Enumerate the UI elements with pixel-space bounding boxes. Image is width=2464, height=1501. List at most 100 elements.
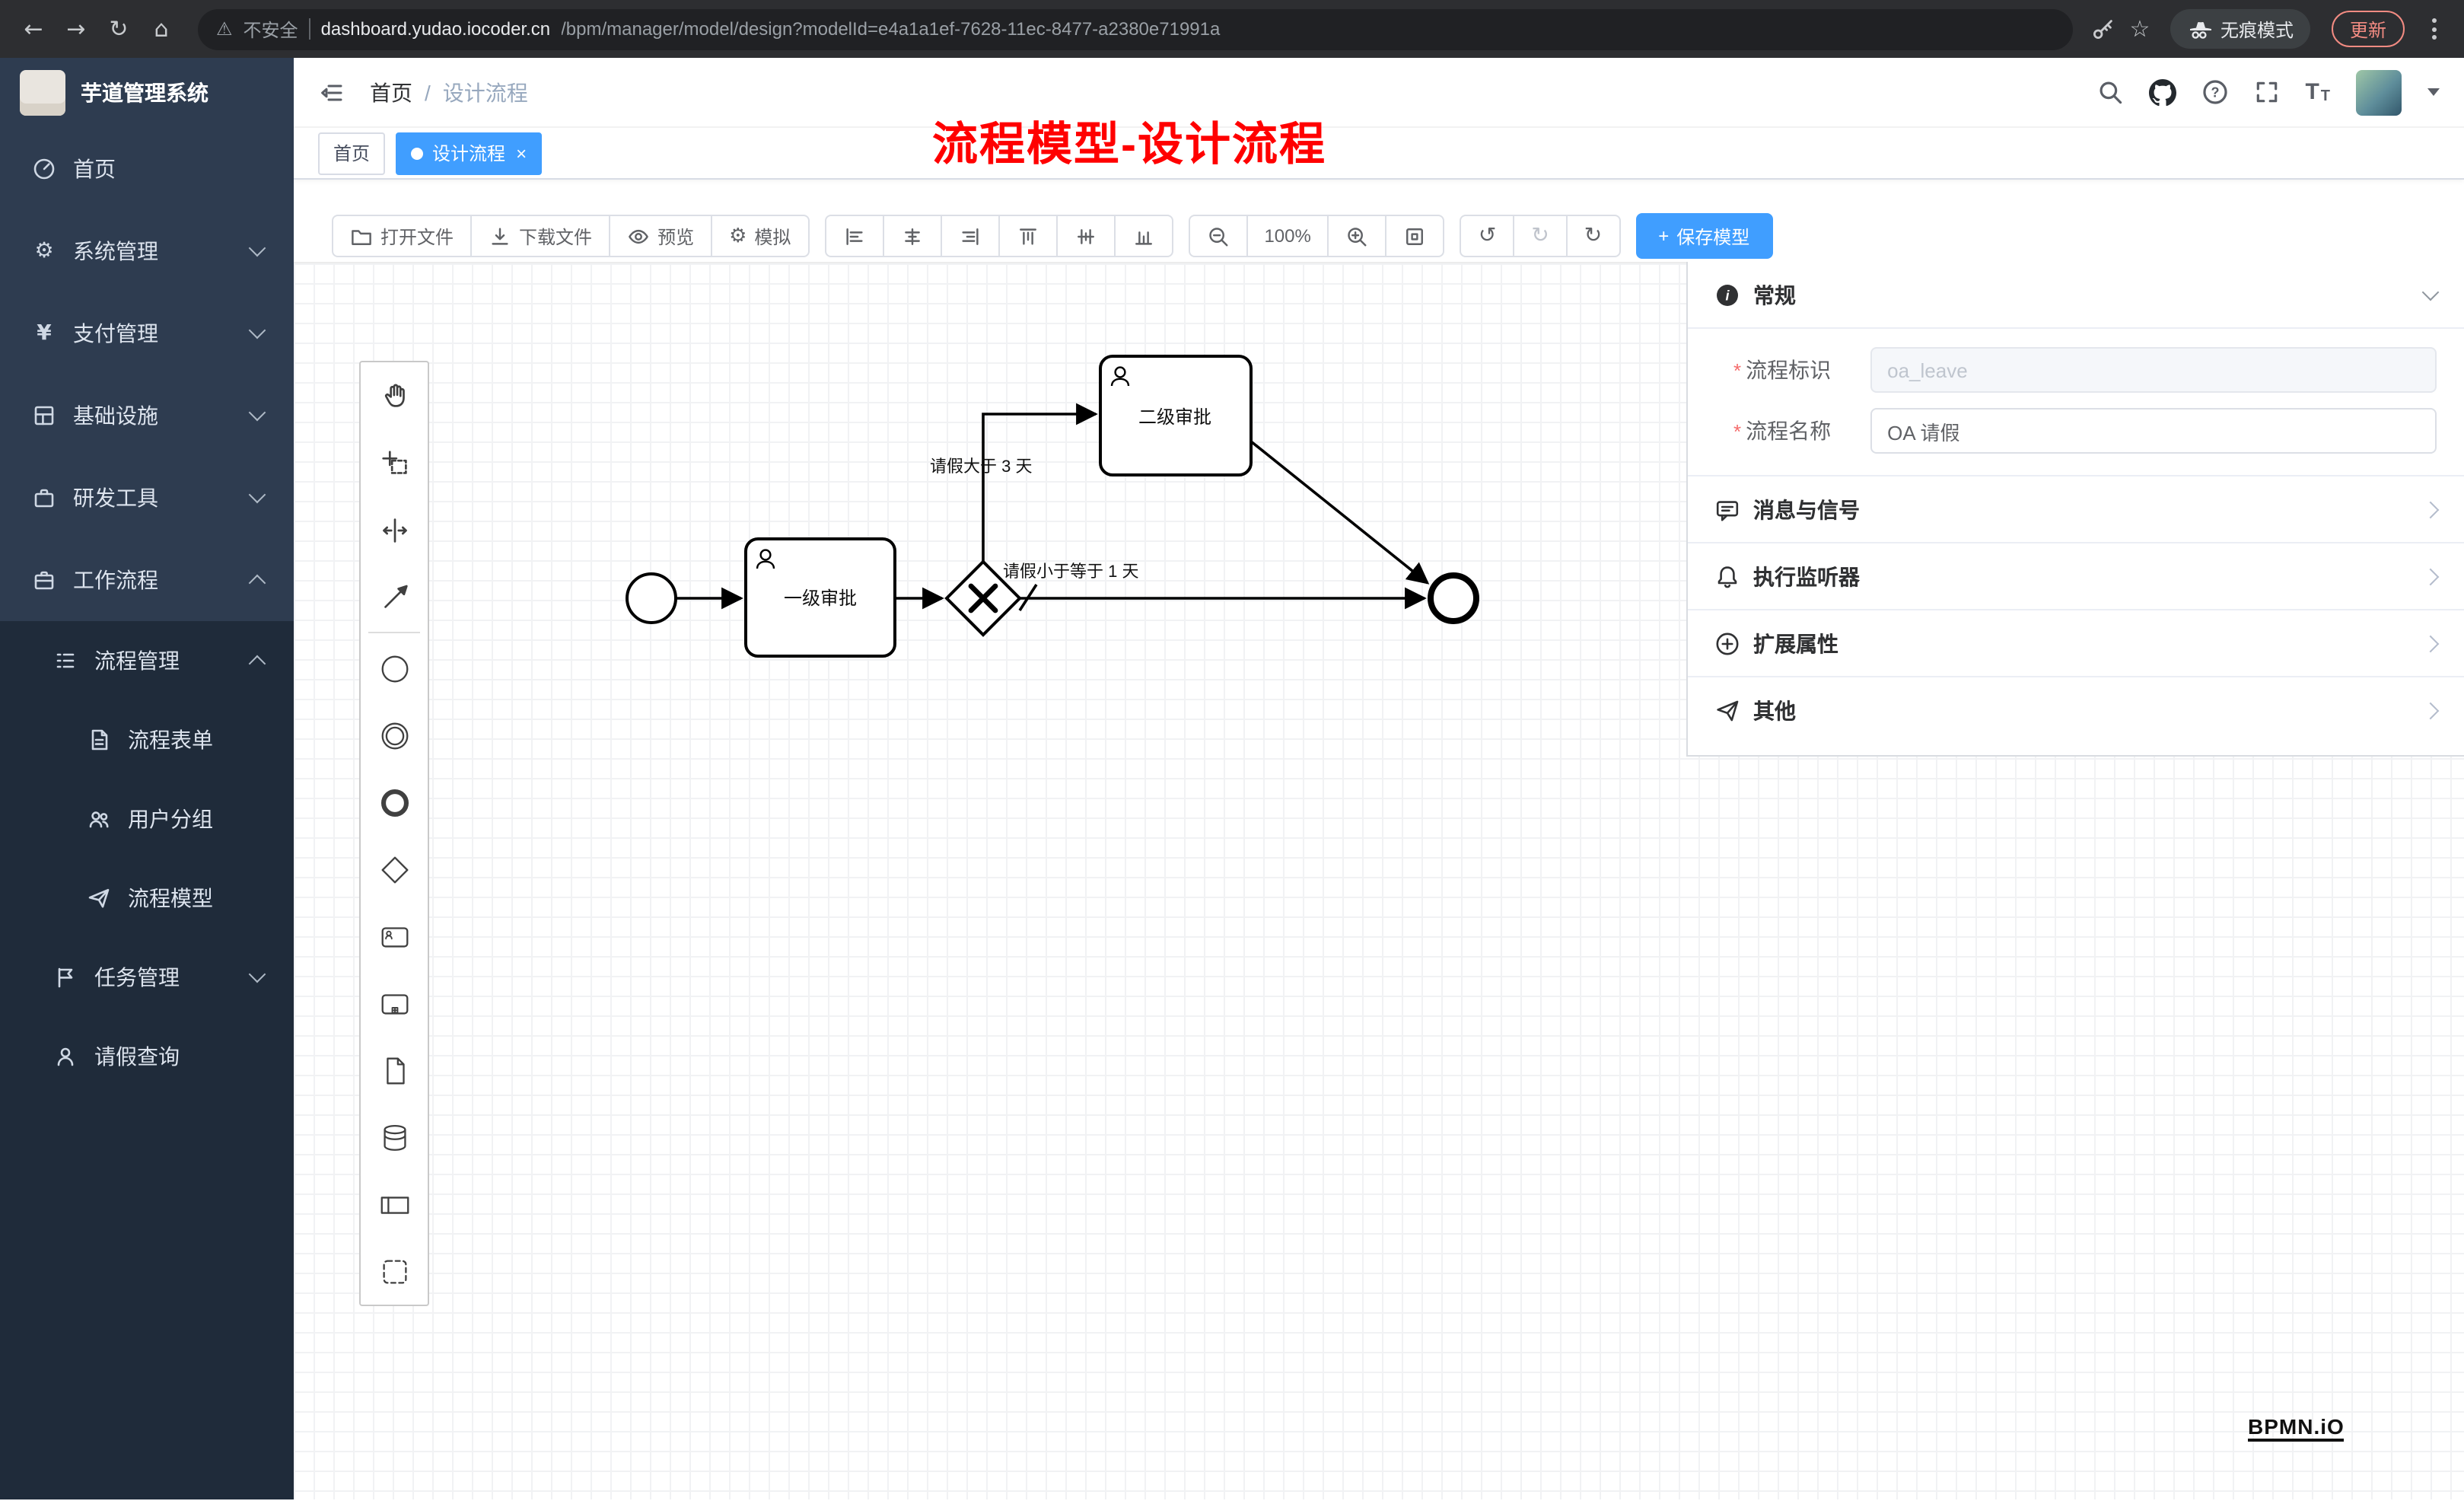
palette-global-connect-tool[interactable] <box>361 563 428 630</box>
panel-section-listeners[interactable]: 执行监听器 <box>1688 543 2464 610</box>
fullscreen-icon[interactable] <box>2253 79 2279 105</box>
zoom-out-button[interactable] <box>1188 215 1248 257</box>
palette-hand-tool[interactable] <box>361 362 428 429</box>
sidebar-item-label: 请假查询 <box>94 1044 180 1069</box>
search-icon[interactable] <box>2096 79 2122 105</box>
collapse-menu-icon[interactable] <box>318 78 345 106</box>
task-second-approval[interactable] <box>1099 355 1253 476</box>
end-event-icon <box>380 788 409 817</box>
browser-forward-icon[interactable]: → <box>66 14 86 42</box>
process-name-input[interactable] <box>1870 408 2437 454</box>
app-logo[interactable]: 芋道管理系统 <box>0 58 294 128</box>
palette-create-data-store[interactable] <box>361 1104 428 1171</box>
align-right-button[interactable] <box>940 215 1000 257</box>
align-center-button[interactable] <box>882 215 942 257</box>
task-first-approval[interactable] <box>744 537 896 658</box>
gear-icon: ⚙ <box>729 225 747 247</box>
panel-section-other[interactable]: 其他 <box>1688 677 2464 744</box>
align-bottom-button[interactable] <box>1113 215 1173 257</box>
tags-view-bar: 首页 设计流程 × <box>294 128 2464 180</box>
github-icon[interactable] <box>2148 78 2176 106</box>
zoom-level-button[interactable]: 100% <box>1246 215 1329 257</box>
section-title: 执行监听器 <box>1753 564 1860 588</box>
restart-button[interactable]: ↻ <box>1565 215 1621 257</box>
bpmn-io-logo[interactable]: BPMN.iO <box>2248 1414 2345 1442</box>
sidebar-item-system[interactable]: ⚙ 系统管理 <box>0 210 294 292</box>
tab-design-process[interactable]: 设计流程 × <box>396 132 543 174</box>
browser-back-icon[interactable]: ← <box>24 14 43 42</box>
tab-home[interactable]: 首页 <box>318 132 386 174</box>
palette-create-subprocess[interactable] <box>361 970 428 1037</box>
palette-create-end-event[interactable] <box>361 769 428 836</box>
zoom-in-button[interactable] <box>1327 215 1387 257</box>
palette-create-start-event[interactable] <box>361 635 428 702</box>
flow-gateway-to-task2[interactable] <box>982 403 1098 562</box>
preview-button[interactable]: 预览 <box>609 215 713 257</box>
sidebar-item-label: 系统管理 <box>73 239 158 263</box>
align-middle-button[interactable] <box>1055 215 1116 257</box>
open-file-button[interactable]: 打开文件 <box>332 215 473 257</box>
zoom-reset-button[interactable] <box>1385 215 1445 257</box>
bpmn-canvas[interactable]: 一级审批 二级审批 请假大于 3 天 请假小于等于 1 天 <box>294 262 2464 1499</box>
sidebar-item-process-management[interactable]: 流程管理 <box>0 621 294 700</box>
address-bar[interactable]: ⚠ 不安全 dashboard.yudao.iocoder.cn /bpm/ma… <box>198 8 2073 49</box>
sidebar-item-user-groups[interactable]: 用户分组 <box>0 779 294 859</box>
panel-section-general[interactable]: i 常规 <box>1688 262 2464 329</box>
sidebar-item-payment[interactable]: ¥ 支付管理 <box>0 292 294 374</box>
bpmn-palette <box>359 361 429 1306</box>
process-key-input[interactable] <box>1870 347 2437 393</box>
save-model-button[interactable]: + 保存模型 <box>1635 213 1773 259</box>
sidebar-item-process-forms[interactable]: 流程表单 <box>0 700 294 779</box>
sidebar-item-infrastructure[interactable]: 基础设施 <box>0 374 294 457</box>
chevron-right-icon <box>2421 634 2440 652</box>
avatar[interactable] <box>2356 69 2402 115</box>
palette-create-intermediate-event[interactable] <box>361 702 428 769</box>
browser-menu-icon[interactable] <box>2420 18 2449 40</box>
palette-create-gateway[interactable] <box>361 836 428 903</box>
browser-home-icon[interactable]: ⌂ <box>154 14 169 42</box>
browser-reload-icon[interactable]: ↻ <box>109 14 129 42</box>
bookmark-star-icon[interactable]: ☆ <box>2129 14 2150 42</box>
sidebar-item-leave-query[interactable]: 请假查询 <box>0 1017 294 1096</box>
start-event[interactable] <box>626 572 677 624</box>
simulate-button[interactable]: ⚙ 模拟 <box>711 215 810 257</box>
redo-button[interactable]: ↻ <box>1513 215 1568 257</box>
message-icon <box>1715 497 1740 521</box>
palette-space-tool[interactable] <box>361 496 428 563</box>
hand-icon <box>384 383 404 406</box>
close-icon[interactable]: × <box>516 142 527 164</box>
palette-create-data-object[interactable] <box>361 1037 428 1104</box>
plus-circle-icon <box>1715 631 1740 655</box>
toolbox-icon <box>30 486 58 510</box>
browser-update-button[interactable]: 更新 <box>2331 11 2405 47</box>
sidebar-item-process-models[interactable]: 流程模型 <box>0 859 294 938</box>
palette-create-group[interactable] <box>361 1238 428 1305</box>
help-icon[interactable]: ? <box>2201 79 2227 105</box>
key-icon[interactable] <box>2091 17 2115 41</box>
panel-section-extensions[interactable]: 扩展属性 <box>1688 610 2464 677</box>
sidebar-item-devtools[interactable]: 研发工具 <box>0 457 294 539</box>
intermediate-event-icon <box>380 722 408 749</box>
zoom-in-icon <box>1348 227 1367 246</box>
sidebar-item-home[interactable]: 首页 <box>0 128 294 210</box>
align-top-button[interactable] <box>998 215 1058 257</box>
avatar-caret-icon[interactable] <box>2427 88 2440 96</box>
file-button-group: 打开文件 下载文件 预览 ⚙ 模拟 <box>332 215 810 257</box>
task2-label: 二级审批 <box>1138 407 1211 428</box>
flow-task2-to-end[interactable] <box>1250 440 1430 585</box>
undo-button[interactable]: ↺ <box>1460 215 1515 257</box>
gateway-x-icon <box>968 583 998 613</box>
download-file-button[interactable]: 下载文件 <box>470 215 611 257</box>
sidebar-item-task-management[interactable]: 任务管理 <box>0 938 294 1017</box>
palette-create-user-task[interactable] <box>361 903 428 970</box>
palette-lasso-tool[interactable] <box>361 429 428 496</box>
breadcrumb-home[interactable]: 首页 <box>370 80 412 104</box>
security-label[interactable]: 不安全 <box>243 19 298 40</box>
sidebar-item-workflow[interactable]: 工作流程 <box>0 539 294 621</box>
align-left-button[interactable] <box>824 215 884 257</box>
chevron-down-icon <box>248 403 266 422</box>
end-event[interactable] <box>1428 572 1479 624</box>
panel-section-messages[interactable]: 消息与信号 <box>1688 476 2464 543</box>
palette-create-participant[interactable] <box>361 1171 428 1238</box>
